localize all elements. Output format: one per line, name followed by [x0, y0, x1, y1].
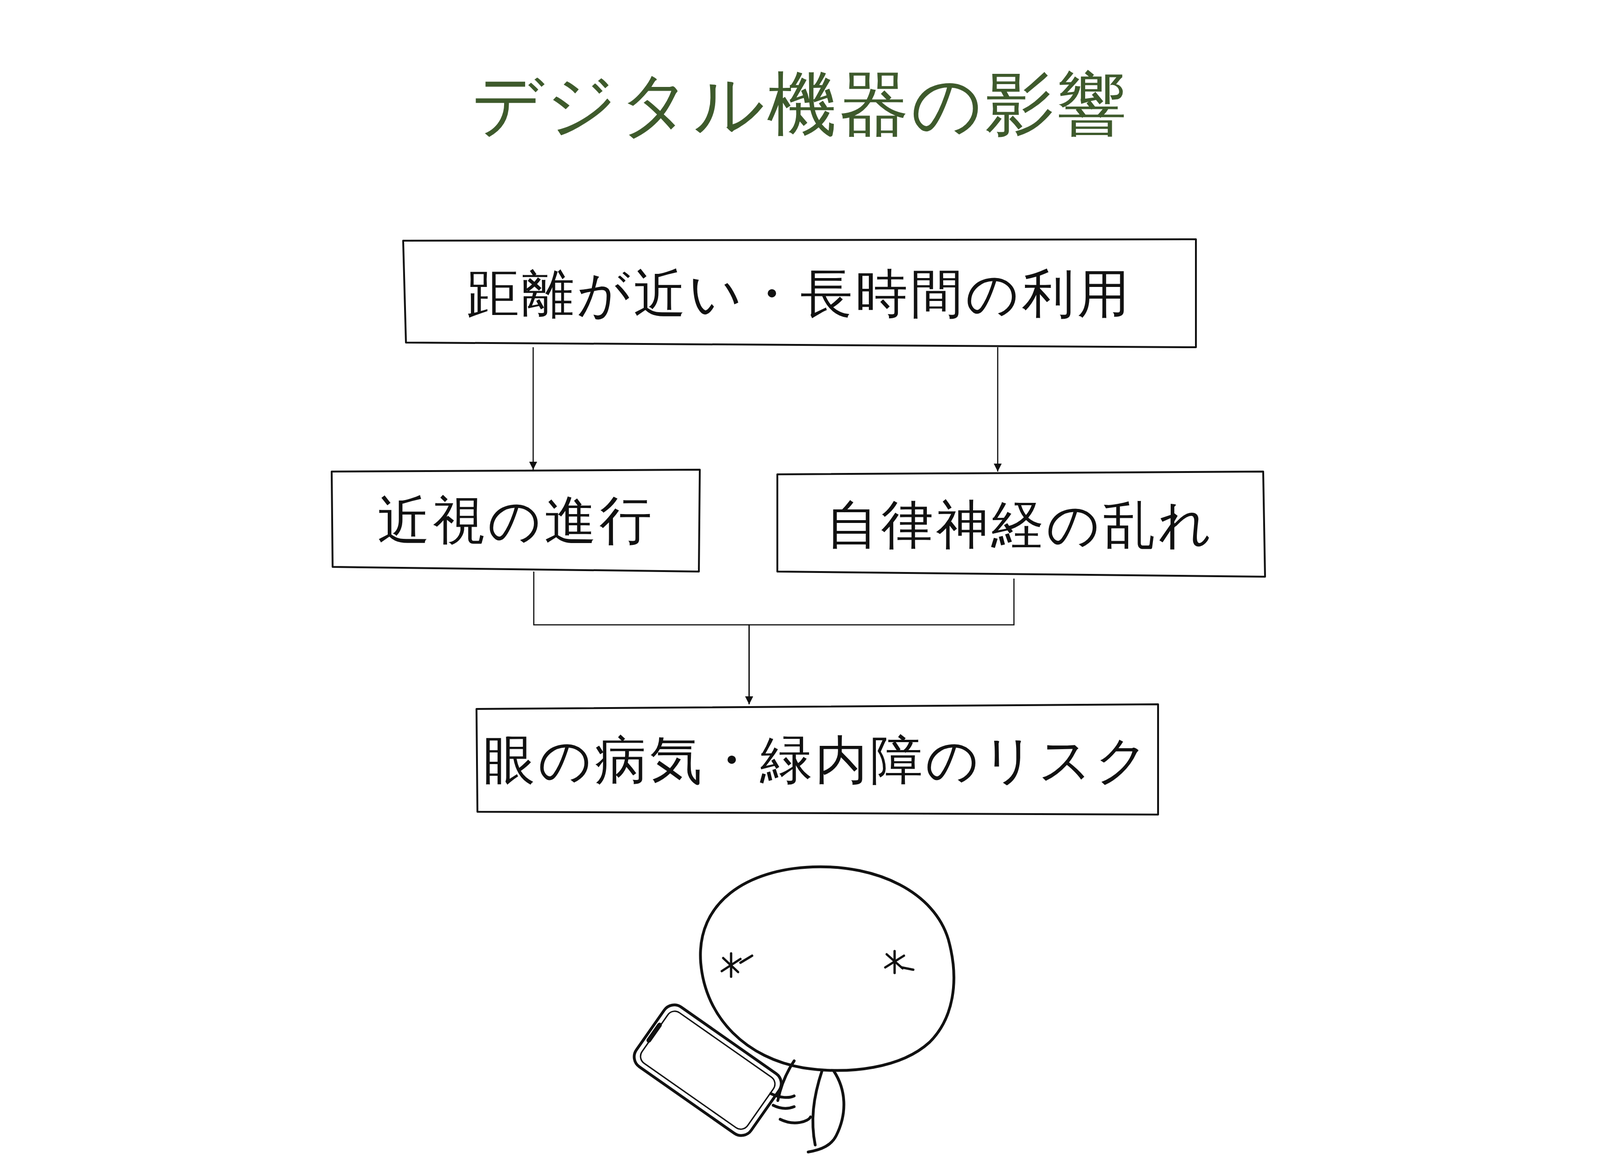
- process-box: 眼の病気・緑内障のリスク: [476, 704, 1159, 817]
- body-line: [812, 1069, 823, 1145]
- process-box: 近視の進行: [331, 469, 700, 572]
- process-box: 自律神経の乱れ: [777, 471, 1264, 579]
- box-label: 自律神経の乱れ: [825, 489, 1215, 561]
- flow-arrow: [749, 578, 1015, 704]
- flow-arrow: [533, 571, 750, 704]
- eye-right: [885, 950, 914, 973]
- head-outline: [700, 866, 954, 1071]
- flow-arrow: [532, 347, 534, 470]
- box-label: 距離が近い・長時間の利用: [466, 258, 1133, 330]
- box-label: 近視の進行: [377, 485, 655, 556]
- arm-line: [780, 1116, 811, 1123]
- process-box: 距離が近い・長時間の利用: [403, 240, 1196, 348]
- flow-arrow: [997, 347, 999, 472]
- eye-left: [721, 952, 753, 977]
- box-label: 眼の病気・緑内障のリスク: [483, 725, 1152, 796]
- diagram-title: デジタル機器の影響: [0, 58, 1600, 153]
- phone: [629, 999, 786, 1140]
- body-line: [808, 1070, 844, 1152]
